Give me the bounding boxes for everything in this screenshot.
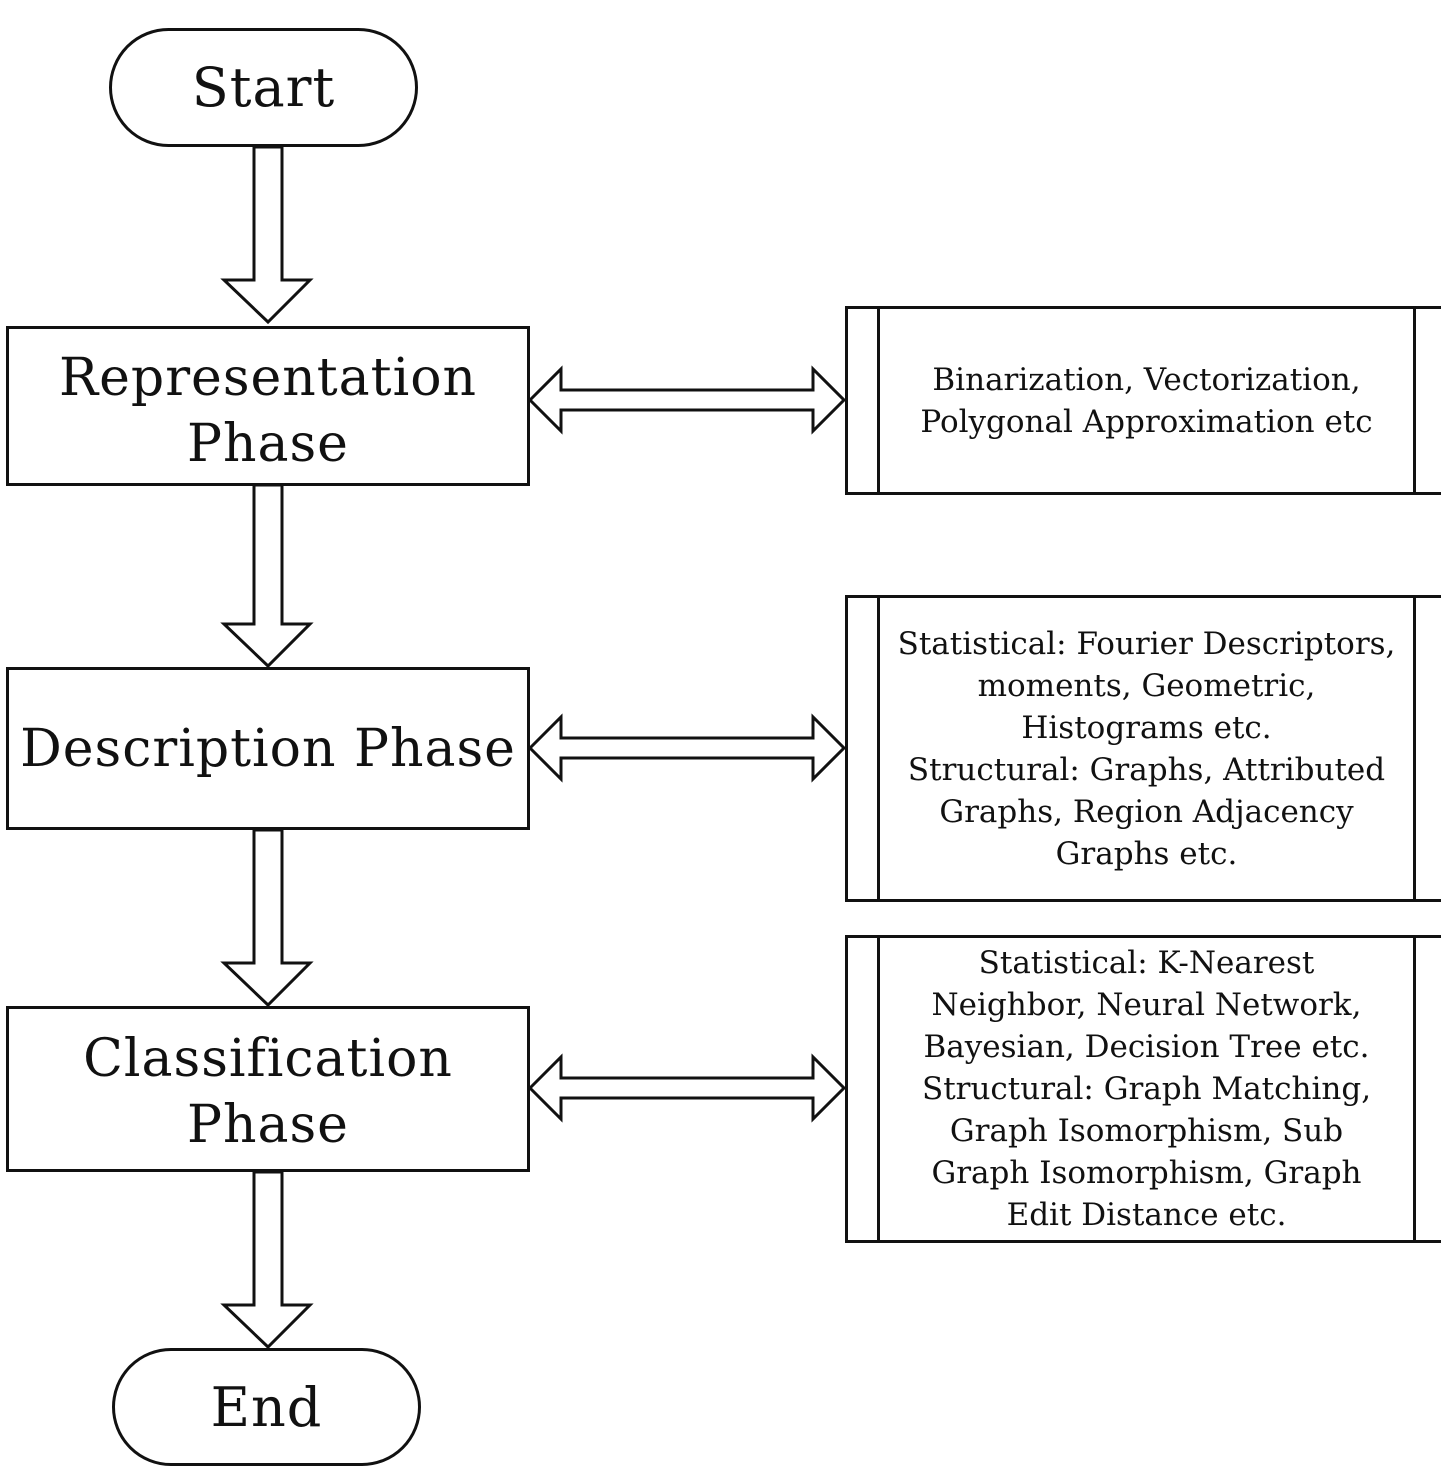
phase-label-line: Classification (83, 1029, 453, 1089)
arrow-classification-to-end (220, 1170, 314, 1350)
start-terminal: Start (109, 28, 418, 147)
phase-label-line: Phase (187, 414, 349, 474)
start-label: Start (191, 56, 336, 119)
phase-label-line: Representation (58, 348, 477, 408)
phase-label-line: Description Phase (20, 718, 516, 779)
arrow-description-to-classification (220, 828, 314, 1008)
details-line: Bayesian, Decision Tree etc. (923, 1029, 1370, 1065)
description-phase-box: Description Phase (6, 667, 530, 830)
details-line: Polygonal Approximation etc (920, 403, 1373, 440)
phase-label-line: Phase (187, 1095, 349, 1155)
details-line: Edit Distance etc. (1006, 1197, 1287, 1233)
details-text: Statistical: K-Nearest Neighbor, Neural … (877, 938, 1416, 1240)
details-line: Histograms etc. (1021, 709, 1272, 746)
representation-details-box: Binarization, Vectorization, Polygonal A… (845, 306, 1441, 495)
classification-details-box: Statistical: K-Nearest Neighbor, Neural … (845, 935, 1441, 1243)
arrow-representation-to-description (220, 483, 314, 669)
details-line: Statistical: K-Nearest (978, 945, 1315, 981)
details-text: Statistical: Fourier Descriptors, moment… (877, 598, 1416, 899)
arrow-classification-details (527, 1053, 847, 1123)
arrow-start-to-representation (220, 145, 314, 325)
details-line: Graphs etc. (1055, 835, 1238, 872)
details-line: Graph Isomorphism, Graph (931, 1155, 1362, 1191)
details-line: Structural: Graph Matching, (921, 1071, 1372, 1107)
classification-phase-box: Classification Phase (6, 1006, 530, 1172)
details-line: Statistical: Fourier Descriptors, (897, 625, 1396, 662)
arrow-description-details (527, 713, 847, 783)
details-line: Binarization, Vectorization, (932, 361, 1361, 398)
arrow-representation-details (527, 365, 847, 435)
details-text: Binarization, Vectorization, Polygonal A… (877, 309, 1416, 492)
end-label: End (210, 1375, 323, 1439)
details-line: Graph Isomorphism, Sub (949, 1113, 1344, 1149)
details-line: Graphs, Region Adjacency (939, 793, 1354, 830)
description-details-box: Statistical: Fourier Descriptors, moment… (845, 595, 1441, 902)
details-line: Structural: Graphs, Attributed (907, 751, 1386, 788)
end-terminal: End (112, 1348, 421, 1466)
details-line: moments, Geometric, (977, 667, 1316, 704)
representation-phase-box: Representation Phase (6, 326, 530, 486)
details-line: Neighbor, Neural Network, (931, 987, 1362, 1023)
